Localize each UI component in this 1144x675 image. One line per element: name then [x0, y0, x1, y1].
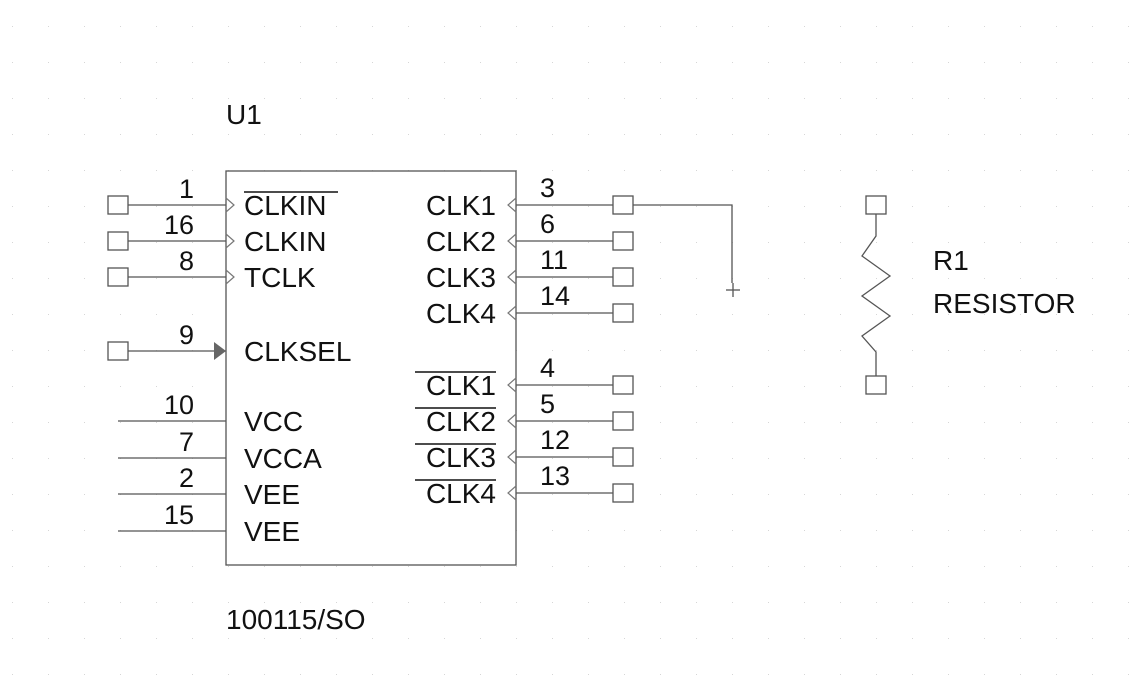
pin-terminal[interactable]	[612, 195, 634, 215]
pin-name: VCC	[244, 406, 303, 437]
pin-terminal[interactable]	[612, 411, 634, 431]
r1-value-label[interactable]: RESISTOR	[933, 288, 1076, 319]
pin-number: 2	[179, 463, 194, 493]
input-arrow-icon	[225, 269, 235, 285]
u1-left-pins: 1CLKIN16CLKIN8TCLK9CLKSEL10VCC7VCCA2VEE1…	[107, 174, 351, 547]
output-arrow-icon	[507, 377, 517, 393]
pin-name: CLKIN	[244, 190, 326, 221]
pin-number: 7	[179, 427, 194, 457]
output-arrow-icon	[507, 197, 517, 213]
pin-number: 9	[179, 320, 194, 350]
pin-name: VEE	[244, 479, 300, 510]
output-arrow-icon	[507, 413, 517, 429]
pin-terminal[interactable]	[612, 483, 634, 503]
input-arrow-icon	[225, 233, 235, 249]
pin-name: VCCA	[244, 443, 322, 474]
pin-number: 8	[179, 246, 194, 276]
output-arrow-icon	[507, 269, 517, 285]
pin-number: 12	[540, 425, 570, 455]
pin-name: TCLK	[244, 262, 316, 293]
pin-number: 13	[540, 461, 570, 491]
pin-number: 16	[164, 210, 194, 240]
pin-name: CLK2	[426, 406, 496, 437]
u1-right-pins: 3CLK16CLK211CLK314CLK44CLK15CLK212CLK313…	[415, 173, 634, 509]
pin-number: 10	[164, 390, 194, 420]
net-wire[interactable]	[633, 204, 733, 283]
pin-number: 3	[540, 173, 555, 203]
pin-name: CLK2	[426, 226, 496, 257]
pin-name: VEE	[244, 516, 300, 547]
u1-component-body[interactable]	[225, 170, 517, 566]
output-arrow-icon	[507, 305, 517, 321]
pin-number: 6	[540, 209, 555, 239]
crosshair-cursor-icon	[726, 283, 740, 297]
output-arrow-icon	[507, 485, 517, 501]
r1-reference-label[interactable]: R1	[933, 245, 969, 276]
r1-zigzag	[860, 214, 892, 376]
output-arrow-icon	[507, 449, 517, 465]
pin-name: CLK3	[426, 442, 496, 473]
u1-part-label[interactable]: 100115/SO	[226, 604, 366, 635]
pin-terminal[interactable]	[612, 375, 634, 395]
pin-terminal[interactable]	[107, 341, 129, 361]
pin-number: 4	[540, 353, 555, 383]
pin-name: CLKSEL	[244, 336, 351, 367]
pin-number: 15	[164, 500, 194, 530]
u1-reference-label[interactable]: U1	[226, 99, 262, 130]
output-arrow-icon	[507, 233, 517, 249]
pin-name: CLK1	[426, 370, 496, 401]
pin-number: 11	[540, 245, 568, 275]
pin-name: CLK4	[426, 478, 496, 509]
pin-name: CLK3	[426, 262, 496, 293]
pin-terminal[interactable]	[612, 267, 634, 287]
pin-name: CLKIN	[244, 226, 326, 257]
pin-terminal[interactable]	[612, 447, 634, 467]
pin-number: 14	[540, 281, 570, 311]
pin-terminal[interactable]	[107, 267, 129, 287]
pin-name: CLK4	[426, 298, 496, 329]
r1-pin-terminal-bottom[interactable]	[865, 375, 887, 395]
pin-terminal[interactable]	[107, 195, 129, 215]
pin-terminal[interactable]	[107, 231, 129, 251]
pin-number: 5	[540, 389, 555, 419]
input-arrow-icon	[225, 197, 235, 213]
filled-arrow-icon	[214, 342, 226, 360]
pin-number: 1	[179, 174, 194, 204]
r1-resistor-symbol[interactable]	[860, 195, 892, 395]
pin-terminal[interactable]	[612, 303, 634, 323]
pin-terminal[interactable]	[612, 231, 634, 251]
pin-name: CLK1	[426, 190, 496, 221]
r1-pin-terminal-top[interactable]	[865, 195, 887, 215]
